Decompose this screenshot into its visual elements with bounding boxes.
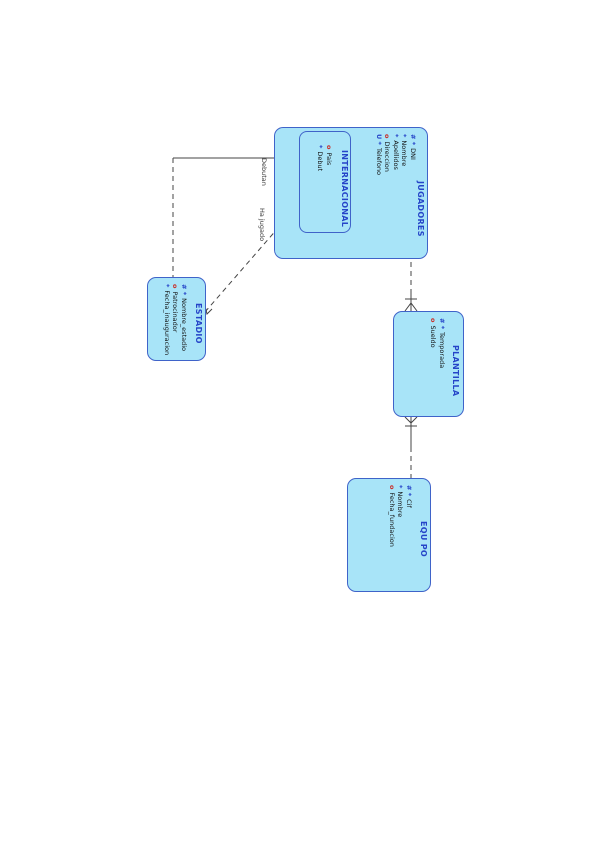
attribute: oDireccion [383,134,392,175]
attribute-name: Direccion [383,141,392,172]
entity-title: ESTADIO [194,303,203,344]
attribute-name: Pais [325,152,333,166]
mandatory-marker: * [316,145,325,149]
subtype-title: INTERNACIONAL [340,150,349,228]
attribute: U * Telefono [374,134,383,175]
attribute: # * Nombre_estadio [179,284,188,355]
attribute-name: Temporada [438,332,446,369]
subtype-internacional[interactable]: INTERNACIONAL oPais * Debut [299,131,351,233]
attribute: * Nombre [400,134,409,175]
mandatory-marker: * [396,485,405,489]
unique-key-marker: U * [374,134,383,145]
attribute-list: # * Temporada oSueldo [429,318,446,368]
optional-marker: o [171,284,180,289]
attribute: oFecha_fundacion [387,485,396,547]
optional-marker: o [383,134,392,139]
attribute: * Nombre [396,485,405,547]
optional-marker: o [429,318,438,323]
primary-key-marker: # * [438,318,446,330]
attribute: oSueldo [429,318,438,368]
attribute: # * DNI [408,134,417,175]
relationship-label-debutan: Debutan [260,158,268,186]
attribute-name: Telefono [374,147,383,175]
attribute: oPais [324,145,333,171]
relationship-plantilla-equipo-line [404,416,418,478]
attribute-name: Fecha_inauguracion [162,290,171,356]
entity-title: PLANTILLA [451,345,460,397]
mandatory-marker: * [400,134,409,138]
attribute-name: Fecha_fundacion [387,492,396,547]
entity-title: JUGADORES [416,181,425,237]
attribute-name: Sueldo [429,325,438,348]
relationship-label-ha-jugado: Ha jugado [258,208,266,242]
primary-key-marker: # * [409,134,417,146]
mandatory-marker: * [391,134,400,138]
attribute: # * Cif [404,485,413,547]
attribute-list: oPais * Debut [316,145,333,171]
optional-marker: o [387,485,396,490]
attribute: * Apellidos [391,134,400,175]
primary-key-marker: # * [405,485,413,497]
attribute: oPatrocinador [171,284,180,355]
attribute-name: Nombre_estadio [180,298,188,352]
attribute: # * Temporada [437,318,446,368]
attribute-name: Cif [405,499,413,508]
relationship-jugadores-plantilla-line [404,262,418,312]
attribute-list: # * Cif * Nombre oFecha_fundacion [387,485,413,547]
entity-estadio[interactable]: ESTADIO # * Nombre_estadio oPatrocinador … [147,277,206,361]
entity-plantilla[interactable]: PLANTILLA # * Temporada oSueldo [393,311,464,417]
attribute-name: Debut [316,151,325,172]
entity-title: EQU PO [419,521,428,558]
attribute: * Debut [316,145,325,172]
mandatory-marker: * [162,284,171,288]
attribute-name: DNI [409,148,417,160]
primary-key-marker: # * [180,284,188,296]
attribute-list: # * Nombre_estadio oPatrocinador * Fecha_i… [162,284,188,355]
optional-marker: o [325,145,333,150]
entity-jugadores[interactable]: JUGADORES # *DNI *Nombre *Apellidos oDir… [274,127,428,259]
attribute-name: Patrocinador [171,291,180,333]
attribute-list: # *DNI *Nombre *Apellidos oDireccion U *… [374,134,417,175]
attribute-name: Nombre [400,140,409,167]
entity-equipo[interactable]: EQU PO # * Cif * Nombre oFecha_fundacion [347,478,431,592]
attribute: * Fecha_inauguracion [162,284,171,355]
attribute-name: Apellidos [391,140,400,170]
attribute-name: Nombre [396,491,405,518]
